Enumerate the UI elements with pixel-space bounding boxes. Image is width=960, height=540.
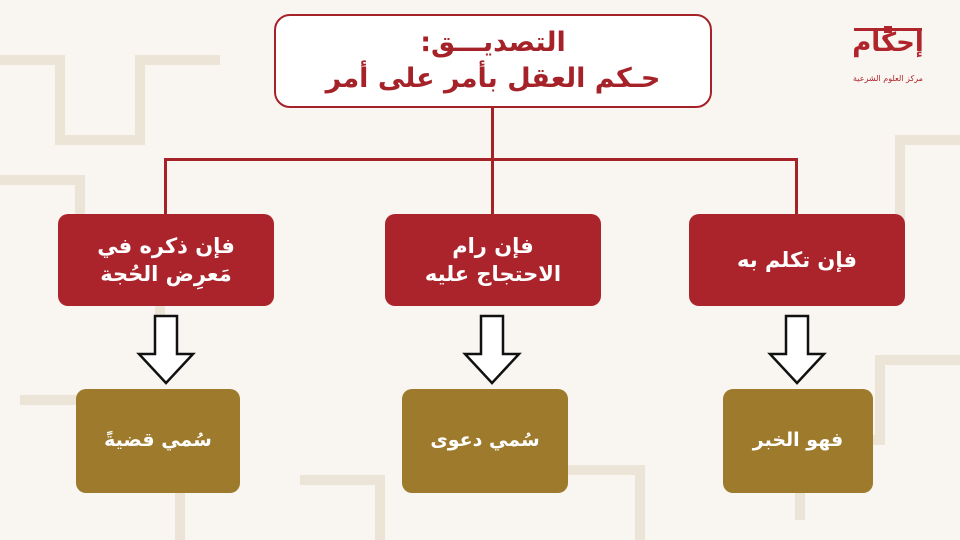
connector-right <box>795 158 798 214</box>
result-box-middle: سُمي دعوى <box>402 389 568 493</box>
condition-right-line-1: فإن تكلم به <box>737 247 857 272</box>
logo-ornament <box>854 26 922 33</box>
connector-middle <box>491 158 494 214</box>
title-line-1: التصديـــق: <box>420 26 566 58</box>
logo-tagline: مركز العلوم الشرعية <box>853 74 923 83</box>
condition-box-middle: فإن رام الاحتجاج عليه <box>385 214 601 306</box>
result-box-right: فهو الخبر <box>723 389 873 493</box>
condition-middle-line-2: الاحتجاج عليه <box>424 262 562 286</box>
down-arrow-icon <box>462 314 522 385</box>
condition-box-right: فإن تكلم به <box>689 214 905 306</box>
connector-trunk <box>491 108 494 160</box>
result-box-left: سُمي قضيةً <box>76 389 240 493</box>
condition-middle-line-1: فإن رام <box>452 233 534 258</box>
connector-left <box>164 158 167 214</box>
result-left-label: سُمي قضيةً <box>104 429 212 452</box>
condition-left-line-2: مَعرِض الحُجة <box>100 262 232 286</box>
logo-icon: إحكام مركز العلوم الشرعية <box>848 26 928 92</box>
down-arrow-icon <box>767 314 827 385</box>
condition-left-line-1: فإن ذكره في <box>97 233 235 258</box>
down-arrow-icon <box>136 314 196 385</box>
connector-horizontal <box>164 158 798 161</box>
condition-box-left: فإن ذكره في مَعرِض الحُجة <box>58 214 274 306</box>
result-middle-label: سُمي دعوى <box>430 429 540 452</box>
logo-name: إحكام <box>852 28 924 58</box>
title-line-2: حـكم العقل بأمر على أمر <box>325 63 661 94</box>
title-box: التصديـــق: حـكم العقل بأمر على أمر <box>274 14 712 108</box>
result-right-label: فهو الخبر <box>752 429 844 452</box>
